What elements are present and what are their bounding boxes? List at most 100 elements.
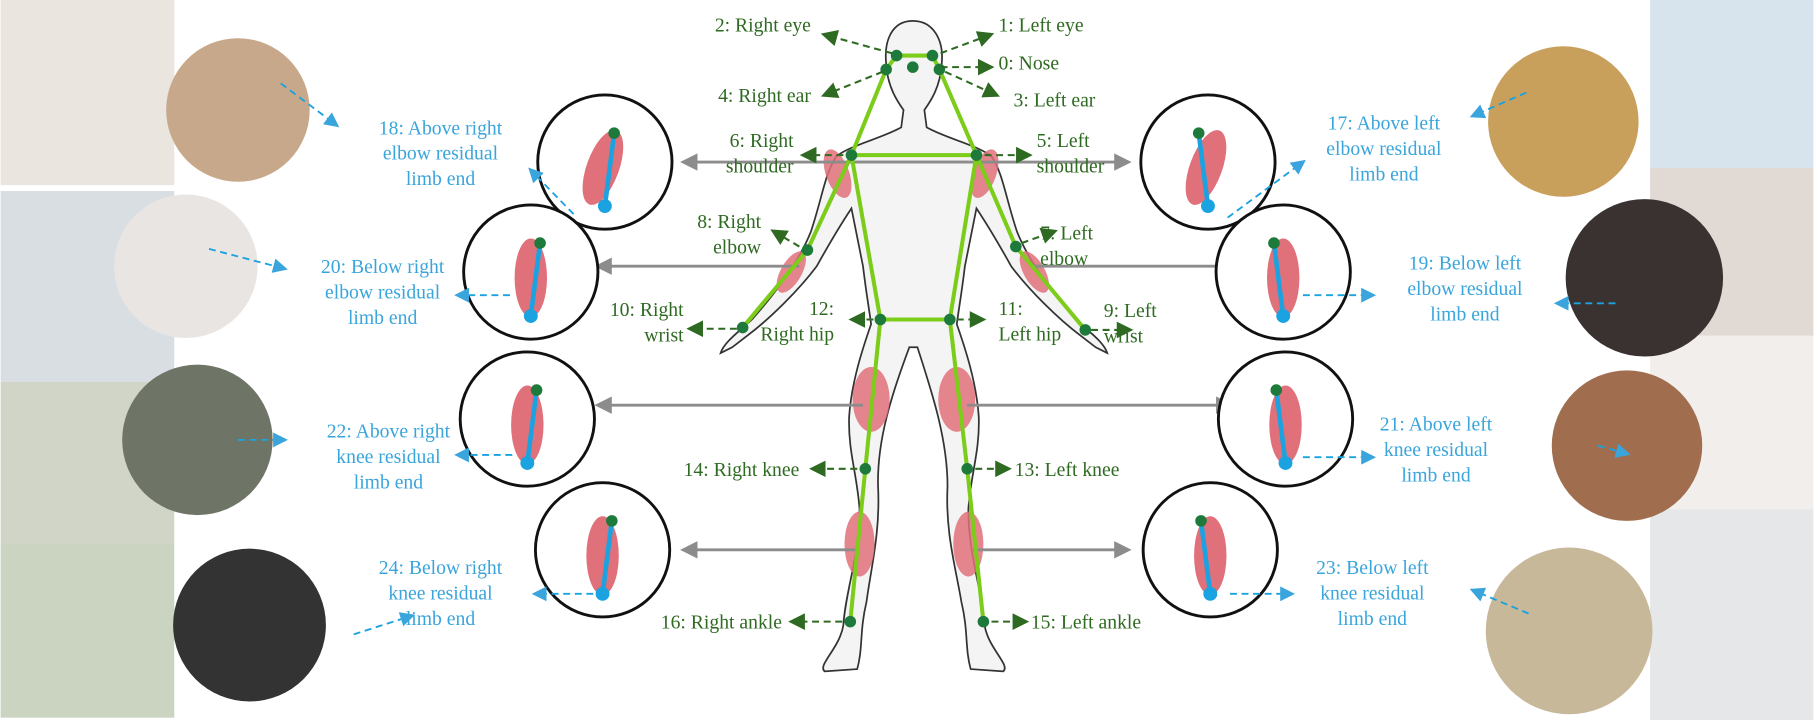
keypoint-label-2-line: 2: Right eye <box>715 14 811 36</box>
photo-circle <box>122 364 273 516</box>
keypoint-2 <box>890 49 903 62</box>
residual-limb-label-21-line: knee residual <box>1384 439 1489 461</box>
residual-limb-label-24-line: knee residual <box>388 583 493 605</box>
skeleton-bone <box>848 468 868 622</box>
keypoint-label-6-line: shoulder <box>726 155 794 177</box>
keypoint-label-14: 14: Right knee <box>684 459 800 481</box>
residual-limb-end-dot <box>523 309 538 323</box>
residual-limb-end-dot <box>1203 586 1218 601</box>
keypoint-label-15-line: 15: Left ankle <box>1031 612 1142 634</box>
keypoint-label-5-line: shoulder <box>1037 155 1105 177</box>
skeleton <box>736 49 1092 628</box>
keypoint-label-11-line: 11: <box>998 298 1022 320</box>
residual-limb-17-pointer <box>1227 159 1306 219</box>
keypoint-label-8-line: 8: Right <box>697 211 761 233</box>
keypoint-label-10-line: wrist <box>644 324 684 346</box>
keypoint-dot <box>534 237 546 249</box>
keypoint-label-7-line: elbow <box>1040 248 1089 270</box>
keypoint-label-11: 11:Left hip <box>998 298 1061 345</box>
residual-limb-label-24-line: limb end <box>406 608 476 630</box>
residual-limb-label-19-line: limb end <box>1430 304 1500 326</box>
residual-limb-segment <box>602 132 617 207</box>
keypoint-6 <box>845 149 858 161</box>
residual-limb-label-18-line: elbow residual <box>383 143 499 165</box>
skeleton-bone <box>947 319 970 470</box>
keypoint-label-13: 13: Left knee <box>1015 459 1120 481</box>
residual-limb-18-pointer <box>280 82 340 128</box>
residual-limb-21-pointer <box>1597 443 1631 458</box>
residual-limb-label-21-line: 21: Above left <box>1380 414 1493 436</box>
skeleton-bone <box>849 154 883 320</box>
photo-circle <box>166 38 310 182</box>
keypoint-label-9-line: wrist <box>1104 326 1144 348</box>
skeleton-bone <box>937 68 979 156</box>
residual-limb-label-22-line: limb end <box>354 471 424 493</box>
keypoint-label-8: 8: Right elbow <box>697 211 762 258</box>
residual-limb-label-20-line: limb end <box>348 307 418 329</box>
background-photo <box>1650 0 1814 168</box>
keypoint-4 <box>880 63 892 76</box>
residual-limb-segment <box>1271 242 1286 317</box>
keypoint-4-pointer <box>820 70 884 99</box>
limb-region <box>1185 130 1227 205</box>
skeleton-bone <box>849 68 889 156</box>
background-photo <box>0 544 175 718</box>
background-photo <box>0 0 175 186</box>
keypoint-11 <box>944 313 956 326</box>
residual-limb-label-24-line: 24: Below right <box>379 557 503 579</box>
residual-limb-end-dot <box>595 586 610 601</box>
residual-limb-label-23-line: limb end <box>1338 608 1408 630</box>
inset-limb-21 <box>1216 350 1355 488</box>
keypoint-label-1-line: 1: Left eye <box>998 14 1083 36</box>
keypoint-label-6: 6: Right shoulder <box>726 130 794 177</box>
skeleton-bone <box>1014 245 1087 332</box>
photo-circle <box>1485 547 1653 715</box>
keypoint-14 <box>859 463 872 475</box>
keypoint-label-1: 1: Left eye <box>998 14 1083 36</box>
residual-limb-17-pointer <box>1469 91 1527 119</box>
keypoint-label-12-line: Right hip <box>760 323 834 345</box>
keypoint-8 <box>801 244 814 256</box>
skeleton-bone <box>974 154 1018 248</box>
keypoint-label-10-line: 10: Right <box>610 299 684 321</box>
keypoint-10 <box>736 321 749 334</box>
skeleton-bone <box>863 319 883 470</box>
photo-circle <box>1488 46 1639 197</box>
residual-limb-region <box>938 366 976 432</box>
residual-limb-segment <box>1198 520 1213 595</box>
keypoint-label-13-line: 13: Left knee <box>1015 459 1120 481</box>
residual-limb-label-17-line: elbow residual <box>1326 138 1442 160</box>
photo-circle <box>114 194 258 339</box>
keypoint-label-3-line: 3: Left ear <box>1013 89 1095 111</box>
keypoint-dot <box>1192 127 1205 139</box>
residual-limb-label-19-line: 19: Below left <box>1409 253 1522 275</box>
residual-limb-segment <box>1273 389 1288 464</box>
residual-limb-23-pointer <box>1469 587 1529 615</box>
keypoint-dot <box>608 127 620 139</box>
keypoint-dot <box>606 515 618 527</box>
inset-limb-23 <box>1141 481 1279 619</box>
keypoint-label-9-line: 9: Left <box>1104 300 1157 322</box>
keypoint-label-6-line: 6: Right <box>730 130 794 152</box>
residual-limb-18-pointer <box>528 167 575 215</box>
keypoint-label-12: 12:Right hip <box>760 298 834 345</box>
photo-circle <box>173 548 326 702</box>
residual-limb-end-dot <box>520 456 535 470</box>
residual-limb-segment <box>528 242 543 317</box>
human-body-figure <box>719 19 1109 673</box>
keypoint-12 <box>874 313 887 326</box>
residual-limb-end-dot <box>1278 456 1293 470</box>
residual-limb-end-dot <box>1276 309 1291 323</box>
keypoint-label-8-line: elbow <box>713 237 762 259</box>
residual-limb-24-pointer <box>353 612 416 636</box>
residual-limb-segment <box>600 520 615 595</box>
residual-limb-label-22-line: 22: Above right <box>327 421 451 443</box>
inset-limb-22 <box>458 350 596 488</box>
keypoint-1 <box>926 49 939 62</box>
